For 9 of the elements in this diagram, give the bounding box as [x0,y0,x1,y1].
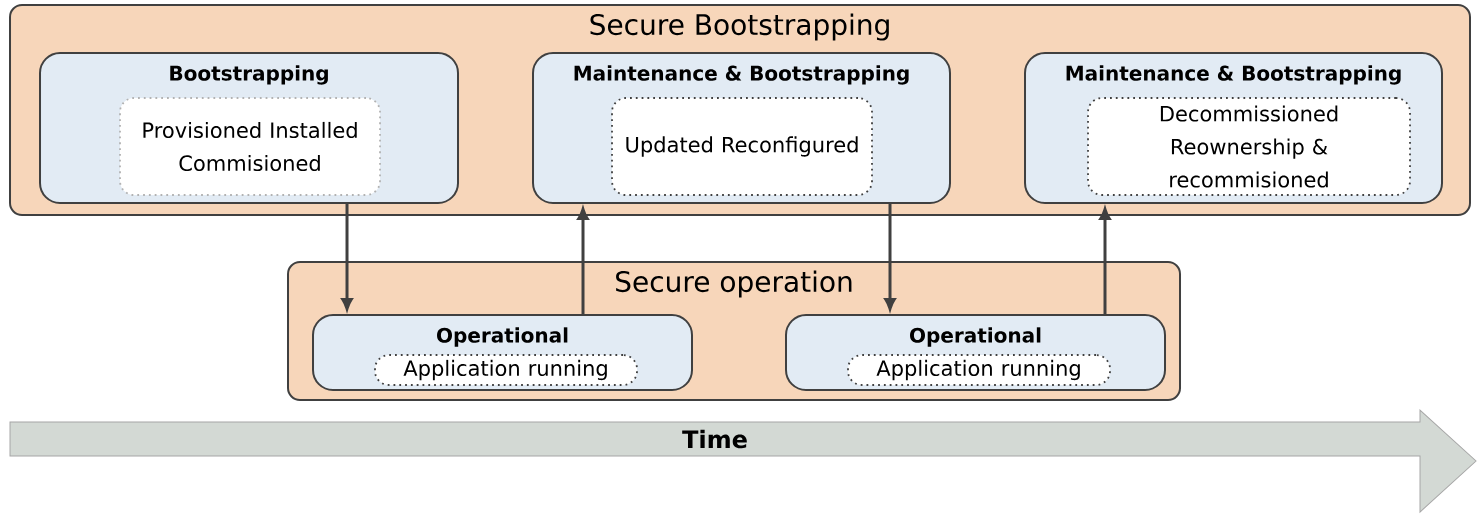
arrow [577,207,589,314]
state-list-box: Application running [847,354,1111,386]
arrow [1099,207,1111,314]
state-list-box: Application running [374,354,638,386]
arrow [341,204,353,311]
state-list-box: Decommissioned Reownership & recommisioned [1087,97,1411,196]
state-list-box: Provisioned Installed Commisioned [119,97,381,196]
arrow [884,204,896,311]
state-list-box: Updated Reconfigured [611,97,873,196]
